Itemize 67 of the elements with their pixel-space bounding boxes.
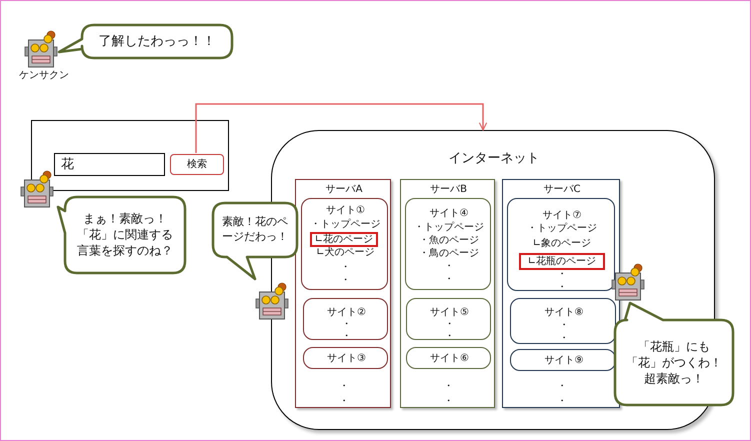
server-column: [295, 179, 391, 408]
title-text: サイト①: [326, 205, 365, 217]
site-box: [507, 198, 615, 291]
ellipsis-dot: ・: [557, 381, 567, 393]
server-column: [502, 179, 620, 408]
ellipsis-dot: ・: [340, 275, 350, 287]
site-box: [405, 198, 491, 290]
page-item: ・トップページ: [414, 222, 484, 234]
speech-bubble: [58, 25, 232, 58]
ellipsis-dot: ・: [444, 396, 454, 408]
title-text: サイト⑤: [430, 307, 469, 319]
site-box: [406, 347, 491, 369]
site-box: [301, 198, 388, 290]
ellipsis-dot: ・: [342, 319, 352, 331]
title-text: サーバC: [544, 184, 580, 196]
ellipsis-dot: ・: [444, 331, 454, 343]
search-field: 花: [54, 153, 165, 176]
ellipsis-dot: ・: [557, 396, 567, 408]
bubble-text: 素敵！花のページだわっ！: [221, 215, 289, 245]
speech-bubble: [213, 203, 297, 280]
page-item: ∟花瓶のページ: [528, 256, 596, 268]
ellipsis-dot: ・: [340, 262, 350, 274]
search-button: 検索: [170, 154, 224, 175]
page-item: ・トップページ: [310, 219, 380, 231]
ellipsis-dot: ・: [444, 274, 454, 286]
ellipsis-dot: ・: [444, 261, 454, 273]
server-column: [400, 179, 495, 408]
ellipsis-dot: ・: [339, 381, 349, 393]
speech-bubble: [57, 197, 185, 273]
site-box: [510, 298, 616, 344]
page-item: ∟花のページ: [314, 234, 374, 246]
page-item: ・トップページ: [527, 223, 597, 235]
search-panel: [31, 120, 229, 191]
ellipsis-dot: ・: [557, 269, 567, 281]
arrow: [195, 103, 488, 153]
title-text: サイト⑧: [544, 307, 584, 319]
page-item: ・鳥のページ: [419, 248, 479, 260]
site-box: [510, 349, 616, 371]
title-text: サーバA: [326, 184, 362, 196]
highlight-box: [310, 232, 378, 247]
ellipsis-dot: ・: [557, 282, 567, 294]
title-text: インターネット: [448, 151, 540, 167]
page-item: ・魚のページ: [419, 235, 479, 247]
title-text: サイト⑥: [430, 353, 469, 365]
title-text: サイト⑦: [542, 210, 582, 222]
site-box: [303, 347, 388, 369]
ellipsis-dot: ・: [342, 331, 352, 343]
title-text: サイト③: [327, 353, 366, 365]
title-text: サイト②: [327, 307, 366, 319]
title-text: サーバB: [430, 184, 467, 196]
page-item: ∟犬のページ: [316, 247, 375, 259]
site-box: [303, 298, 388, 340]
ellipsis-dot: ・: [444, 381, 454, 393]
caption-text: ケンサクン: [19, 70, 69, 82]
bubble-text: 「花瓶」にも「花」がつくわ！超素敵っ！: [626, 338, 722, 387]
page-item: ∟象のページ: [532, 238, 592, 250]
title-text: サイト⑨: [544, 355, 584, 367]
highlight-box: [519, 253, 605, 270]
site-box: [406, 298, 491, 340]
ellipsis-dot: ・: [559, 333, 569, 345]
speech-bubble: [615, 303, 733, 405]
ellipsis-dot: ・: [339, 396, 349, 408]
ellipsis-dot: ・: [559, 320, 569, 332]
title-text: サイト④: [430, 208, 468, 220]
bubble-text: まぁ！素敵っ！「花」に関連する言葉を探すのね？: [76, 210, 174, 260]
bubble-text: 了解したわっっ！！: [98, 32, 216, 50]
ellipsis-dot: ・: [444, 319, 454, 331]
